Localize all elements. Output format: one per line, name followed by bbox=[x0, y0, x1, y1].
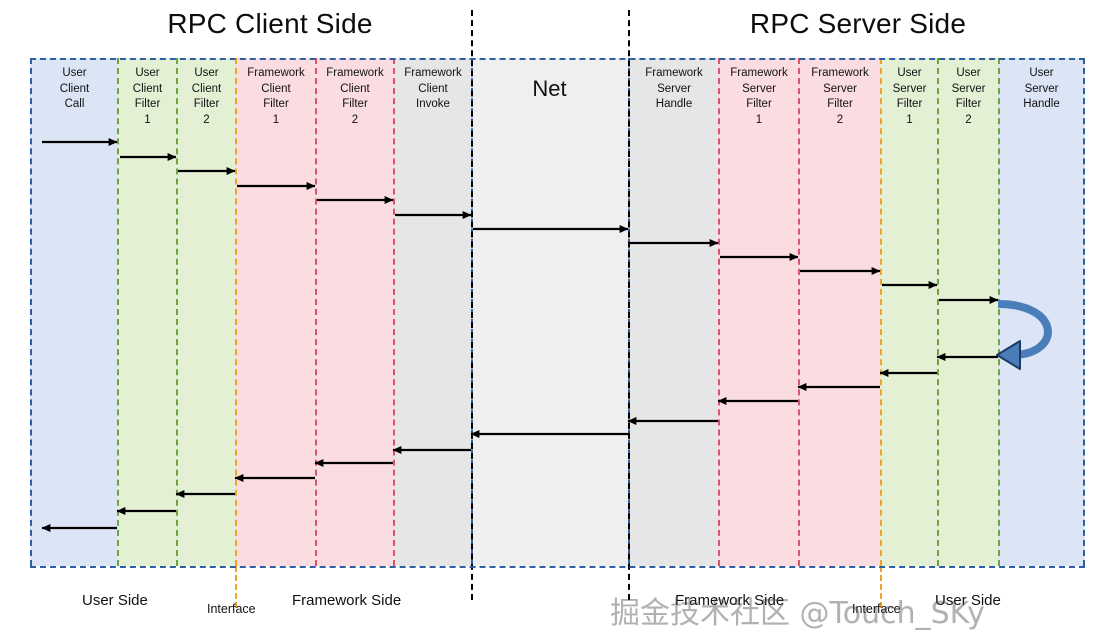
boundary-net-right-boundary bbox=[628, 10, 630, 600]
interface-line-interface-line-client bbox=[235, 566, 237, 608]
band-bottom-border bbox=[30, 566, 1085, 568]
watermark: 掘金技术社区 @Touch_SKy bbox=[610, 596, 985, 631]
loop-arrow-curve bbox=[997, 300, 1052, 359]
server-side-title: RPC Server Side bbox=[749, 8, 967, 39]
net-lane-label: Net bbox=[532, 76, 567, 101]
loop-arrow-head bbox=[996, 340, 1021, 370]
band-top-border bbox=[30, 58, 1085, 60]
bottom-label-user-side-left: User Side bbox=[82, 592, 148, 609]
interface-line-interface-line-server bbox=[880, 566, 882, 608]
bottom-label-framework-side-left: Framework Side bbox=[292, 592, 402, 609]
bottom-label-user-side-right: User Side bbox=[935, 592, 1001, 609]
lane-net bbox=[471, 58, 628, 566]
bottom-label-framework-side-right: Framework Side bbox=[675, 592, 785, 609]
client-side-title: RPC Client Side bbox=[167, 8, 373, 39]
bottom-label-interface-right: Interface bbox=[852, 602, 901, 616]
bottom-label-interface-left: Interface bbox=[207, 602, 256, 616]
boundary-net-left-boundary bbox=[471, 10, 473, 600]
